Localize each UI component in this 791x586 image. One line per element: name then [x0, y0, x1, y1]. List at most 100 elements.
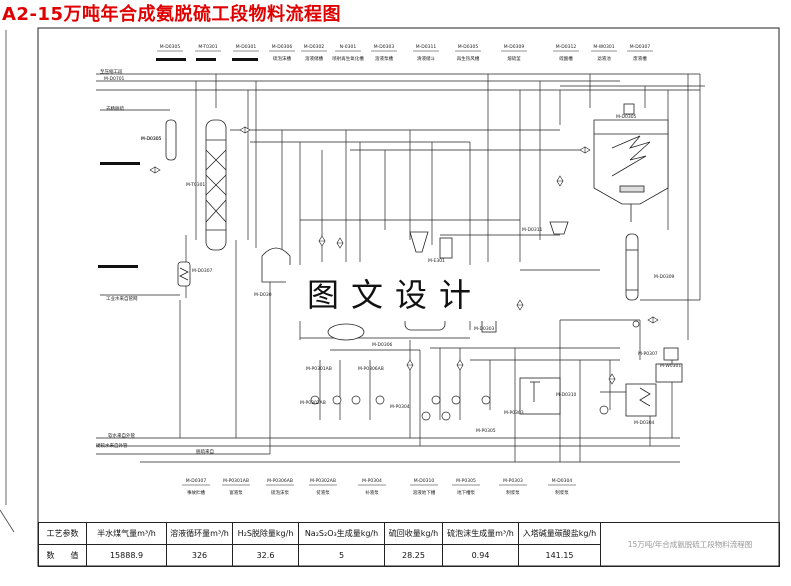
left-stream-label: 去精脱硫 [106, 105, 124, 112]
top-equipment-tag: M-W0301 [593, 44, 614, 50]
top-equipment-tag: M-D0307 [630, 44, 651, 50]
inline-equipment-tag: M-D0305 [141, 136, 162, 142]
top-equipment-name: 熔硫釜 [507, 55, 521, 62]
top-equipment-name: 溶液储槽 [305, 55, 323, 62]
bottom-equipment-tag: M-D0310 [414, 478, 435, 484]
left-stream-label: 软水来自外管 [108, 432, 135, 439]
filtrate-pool [655, 363, 683, 383]
param-header-row: 工艺参数 半水煤气量m³/h 溶液循环量m³/h H₂S脱除量kg/h Na₂S… [38, 522, 780, 567]
bottom-equipment-name: 补液泵 [365, 489, 379, 496]
top-equipment-tag: M-D0305 [458, 44, 479, 50]
param-value-circulation: 326 [166, 544, 233, 567]
separator-vessel [165, 119, 177, 161]
param-value-foam: 0.94 [442, 544, 519, 567]
bottom-equipment-name: 溶液地下槽 [413, 489, 436, 496]
inline-equipment-tag: M-P0307 [638, 351, 658, 357]
clear-liquid-hopper [549, 221, 569, 235]
cooler-vessel [177, 261, 191, 287]
left-stream-labels: 至压缩工段M-D0701去精脱硫M-D0305工业水来自管网软水来自外管硬软水来… [96, 68, 214, 455]
inline-equipment-tag: M-P0301AB [306, 366, 332, 372]
inline-equipment-tag: M-D0307 [192, 268, 213, 274]
regeneration-reactor [593, 103, 669, 222]
left-stream-label: 工业水来自管网 [106, 295, 138, 302]
inline-equipment-tag: M-D0303 [474, 326, 495, 332]
bottom-equipment-tag: M-P0302AB [310, 478, 336, 484]
inline-equipment-tag: M-E301 [428, 258, 445, 264]
bottom-equipment-tag: M-P0305 [456, 478, 476, 484]
top-equipment-tag: M-D0312 [556, 44, 577, 50]
inline-equipment-tag: M-W0301 [660, 363, 681, 369]
valves [149, 126, 659, 385]
bottom-equipment-tag: M-D0307 [186, 478, 207, 484]
source-bar [196, 58, 216, 61]
bottom-equipment-name: 事故贮槽 [187, 489, 205, 496]
inline-equipment-tag: M-T0301 [186, 182, 205, 188]
top-equipment-tag: M-D0301 [236, 44, 257, 50]
param-value-alkali: 141.15 [518, 544, 601, 567]
absorption-tower [205, 119, 227, 251]
left-stream-label: 脱硫来自 [196, 448, 214, 455]
param-value-label: 数 值 [38, 544, 87, 567]
left-stream-label: 至压缩工段 [100, 68, 123, 75]
storage-tank [439, 237, 453, 259]
melting-column [625, 233, 639, 301]
left-stream-label: M-D0701 [104, 76, 125, 82]
title-block: 15万吨/年合成氨脱硫工段物料流程图 [600, 522, 780, 567]
param-header-label: 工艺参数 [38, 522, 87, 545]
inline-equipment-tag: M-P0306AB [358, 366, 384, 372]
inline-equipment-tag: M-D0311 [522, 227, 543, 233]
inline-equipment-tag: M-D0304 [634, 420, 655, 426]
inline-equipment-tag: M-D0306 [372, 342, 393, 348]
top-equipment-name: 再生热风槽 [457, 55, 480, 62]
param-value-gas-flow: 15888.9 [86, 544, 167, 567]
top-equipment-name: 清液储斗 [417, 55, 435, 62]
bottom-equipment-labels: M-D0307 事故贮槽 M-P0301AB 富液泵 M-P0306AB 硫泡沫泵 M-P0… [182, 478, 576, 496]
bottom-equipment-name: 硫泡沫泵 [271, 489, 289, 496]
top-equipment-name: 硫泡沫槽 [273, 55, 291, 62]
process-parameter-table: 工艺参数 半水煤气量m³/h 溶液循环量m³/h H₂S脱除量kg/h Na₂S… [38, 522, 780, 567]
storage-tank [409, 231, 429, 253]
top-equipment-tag: M-D0302 [304, 44, 325, 50]
source-bar [156, 58, 186, 61]
inline-equipment-tag: M-D030 [254, 292, 272, 298]
source-bar [98, 265, 138, 268]
top-equipment-tag: M-D0309 [504, 44, 525, 50]
design-stamp: 图文设计 [286, 265, 504, 321]
top-equipment-name: 滤液池 [597, 55, 611, 62]
param-header-foam: 硫泡沫生成量m³/h [442, 522, 519, 545]
param-header-h2s: H₂S脱除量kg/h [232, 522, 299, 545]
top-equipment-tag: M-D0303 [374, 44, 395, 50]
bottom-equipment-tag: M-P0306AB [267, 478, 293, 484]
top-equipment-name: 废液槽 [633, 55, 647, 62]
inline-equipment-tag: M-P0305 [476, 428, 496, 434]
top-equipment-name: 喷射再生氧化槽 [332, 55, 364, 62]
bottom-equipment-tag: M-P0301AB [223, 478, 249, 484]
inline-equipment-tag: M-P0303 [504, 410, 524, 416]
source-bar [100, 162, 140, 165]
param-value-h2s: 32.6 [232, 544, 299, 567]
param-header-gas-flow: 半水煤气量m³/h [86, 522, 167, 545]
top-equipment-tag: N-0301 [340, 44, 357, 50]
source-bar [232, 58, 258, 61]
top-equipment-tag: M-D0306 [272, 44, 293, 50]
bottom-equipment-name: 制浆泵 [555, 489, 569, 496]
bottom-equipment-name: 富液泵 [229, 489, 243, 496]
drawing-title: A2-15万吨年合成氨脱硫工段物料流程图 [2, 4, 341, 25]
param-value-thiosulfate: 5 [298, 544, 385, 567]
bottom-equipment-name: 贫液泵 [316, 489, 330, 496]
left-stream-label: M-D0305 [141, 136, 162, 142]
bottom-equipment-name: 制浆泵 [506, 489, 520, 496]
underground-tank [519, 377, 561, 415]
top-equipment-name: 溶液泵槽 [375, 55, 393, 62]
param-value-row: 数 值 15888.9 326 32.6 5 28.25 0.94 141.15 [38, 544, 780, 567]
bottom-equipment-name: 地下槽泵 [457, 489, 475, 496]
slurry-tank [625, 383, 657, 417]
inline-equipment-tag: M-D0309 [654, 274, 675, 280]
sulfuric-tank [663, 347, 679, 361]
inline-equipment-tag: M-P0302AB [300, 400, 326, 406]
bottom-equipment-tag: M-D0304 [552, 478, 573, 484]
inline-equipment-tag: M-P0304 [390, 404, 410, 410]
param-header-thiosulfate: Na₂S₂O₃生成量kg/h [298, 522, 385, 545]
